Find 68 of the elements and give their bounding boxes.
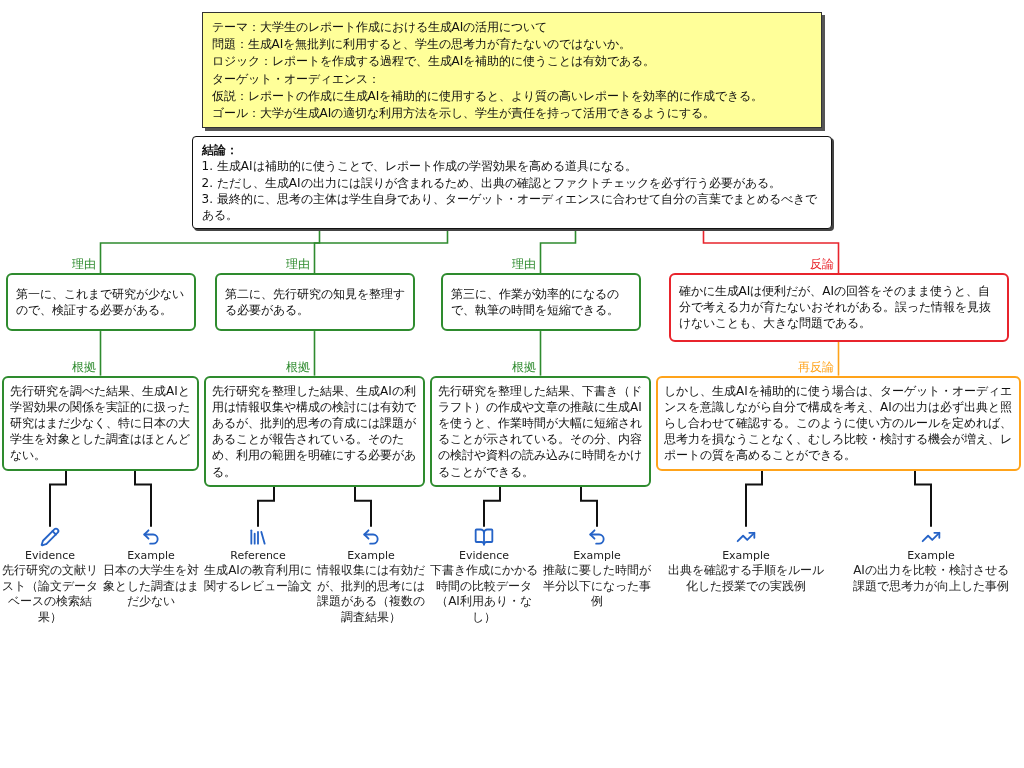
rebuttal-box	[656, 375, 1021, 471]
conclusion-point: 2. ただし、生成AIの出力には誤りが含まれるため、出典の確認とファクトチェックを必ず行う必要がある。	[201, 174, 782, 191]
note-text: テーマ：大学生のレポート作成における生成AIの活用について	[211, 19, 549, 36]
connector-line	[837, 340, 840, 377]
reason-box	[214, 273, 415, 332]
conclusion-box	[191, 136, 832, 230]
counterargument-box	[668, 273, 1009, 342]
item-title: Reference	[230, 548, 286, 563]
connector-line	[702, 228, 840, 274]
item-description: 情報収集には有効だが、批判的思考には課題がある（複数の調査結果）	[317, 563, 425, 626]
evidence-box	[204, 375, 425, 487]
reason-box	[440, 273, 641, 332]
item-title: Evidence	[458, 548, 510, 564]
note-text: 仮説：レポートの作成に生成AIを補助的に使用すると、より質の高いレポートを効率的に作成できる。	[211, 87, 765, 104]
edge-label: 理由	[283, 257, 312, 272]
connector-line	[134, 469, 152, 528]
connector-line	[580, 485, 598, 528]
edge-label: 理由	[509, 257, 538, 272]
connector-line	[745, 469, 763, 528]
connector-line	[313, 228, 449, 274]
connector-line	[257, 485, 275, 528]
box-text: 第二に、先行研究の知見を整理する必要がある。	[224, 285, 405, 319]
edge-label: 根拠	[69, 359, 98, 374]
box-text: 確かに生成AIは便利だが、AIの回答をそのまま使うと、自分で考える力が育たないおそれがある。誤った情報を見抜けないことも、大きな問題である。	[678, 283, 992, 332]
box-text: 第三に、作業が効率的になるので、執筆の時間を短縮できる。	[450, 285, 620, 319]
box-text: 先行研究を調べた結果、生成AIと学習効果の関係を実証的に扱った研究はまだ少なく、特に日本の大学生を対象とした調査はほとんどない。	[10, 382, 191, 464]
item-title: Example	[907, 548, 955, 564]
evidence-box	[2, 375, 199, 471]
edge-label: 反論	[807, 257, 836, 272]
note-text: 問題：生成AIを無批判に利用すると、学生の思考力が育たないのではないか。	[211, 36, 633, 53]
connector-line	[99, 330, 102, 377]
conclusion-point: 3. 最終的に、思考の主体は学生自身であり、ターゲット・オーディエンスに合わせて自分の言葉でまとめるべきである。	[201, 190, 818, 224]
edge-label: 根拠	[283, 359, 312, 374]
item-description: AIの出力を比較・検討させる課題で思考力が向上した事例	[852, 563, 1010, 595]
item-description: 日本の大学生を対象とした調査はまだ少ない	[103, 563, 199, 610]
item-description: 下書き作成にかかる時間の比較データ（AI利用あり・なし）	[430, 563, 538, 626]
connector-line	[49, 469, 67, 528]
note-text: ターゲット・オーディエンス：	[211, 70, 381, 87]
connector-line	[914, 469, 932, 528]
note-box	[201, 12, 822, 129]
edge-label: 理由	[69, 257, 98, 272]
reason-box	[5, 273, 196, 332]
edge-label: 根拠	[509, 359, 538, 374]
evidence-box	[430, 375, 651, 487]
note-text: ゴール：大学が生成AIの適切な利用方法を示し、学生が責任を持って活用できるようにする。	[211, 104, 717, 122]
item-title: Example	[722, 548, 770, 564]
connector-line	[99, 228, 321, 274]
item-title: Example	[347, 548, 395, 564]
connector-line	[483, 485, 501, 528]
item-description: 生成AIの教育利用に関するレビュー論文	[204, 563, 312, 595]
item-description: 推敲に要した時間が半分以下になった事例	[543, 563, 651, 610]
note-text: ロジック：レポートを作成する過程で、生成AIを補助的に使うことは有効である。	[211, 53, 657, 70]
conclusion-heading: 結論：	[201, 142, 239, 159]
connector-line	[539, 330, 542, 377]
item-description: 出典を確認する手順をルール化した授業での実践例	[667, 563, 825, 595]
connector-line	[313, 330, 316, 377]
conclusion-point: 1. 生成AIは補助的に使うことで、レポート作成の学習効果を高める道具になる。	[201, 158, 638, 175]
box-text: 先行研究を整理した結果、下書き（ドラフト）の作成や文章の推敲に生成AIを使うと、作業時間が大幅に短縮されることが示されている。その分、内容の検討や資料の読み込みに時間をかけることができる。	[438, 382, 643, 480]
item-title: Evidence	[24, 548, 76, 564]
connector-line	[354, 485, 372, 528]
item-description: 先行研究の文献リスト（論文データベースの検索結果）	[2, 563, 98, 626]
item-title: Example	[127, 548, 175, 564]
edge-label: 再反論	[795, 359, 836, 374]
box-text: 先行研究を整理した結果、生成AIの利用は情報収集や構成の検討には有効であるが、批判的思考の育成には課題があることが報告されている。そのため、利用の範囲を明確にする必要がある。	[212, 382, 417, 480]
box-text: 第一に、これまで研究が少ないので、検証する必要がある。	[15, 285, 185, 319]
item-title: Example	[573, 548, 621, 564]
box-text: しかし、生成AIを補助的に使う場合は、ターゲット・オーディエンスを意識しながら自分で構成を考え、AIの出力は必ず出典と照らし合わせて確認する。このように使い方のルールを定めれば、思考力を損なうことなく、むしろ比較・検討する機会が増え、レポートの質を高めることができる。	[664, 382, 1013, 464]
connector-line	[539, 228, 577, 274]
